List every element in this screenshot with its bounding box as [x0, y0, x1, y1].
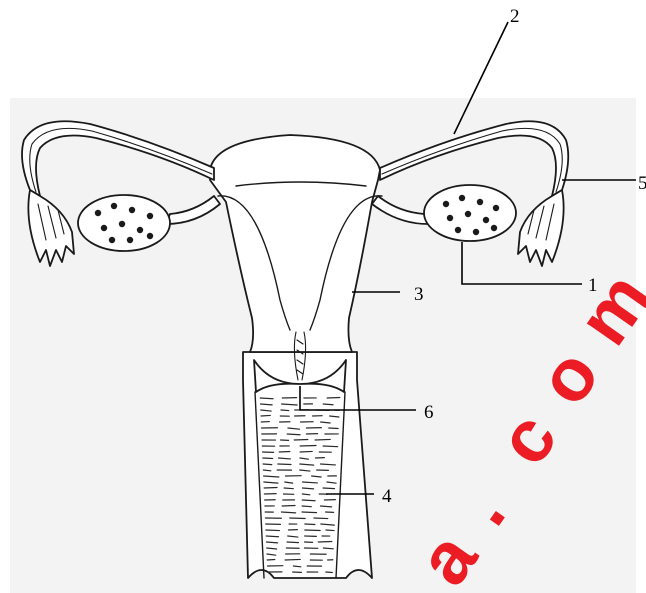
label-2: 2: [510, 6, 520, 27]
label-5: 5: [638, 173, 646, 194]
rugae-stripe: [287, 434, 300, 435]
rugae-stripe: [282, 505, 295, 506]
rugae-stripe: [266, 536, 278, 537]
rugae-stripe: [300, 445, 316, 446]
label-4: 4: [382, 486, 392, 507]
rugae-stripe: [302, 506, 311, 507]
rugae-stripe: [302, 512, 316, 513]
rugae-stripe: [260, 398, 273, 399]
rugae-stripe: [300, 451, 312, 452]
label-3: 3: [414, 284, 424, 305]
rugae-stripe: [263, 458, 273, 459]
rugae-stripe: [323, 488, 334, 489]
rugae-stripe: [315, 439, 330, 440]
rugae-stripe: [323, 404, 333, 405]
rugae-stripe: [302, 494, 309, 495]
rugae-stripe: [305, 524, 315, 525]
rugae-stripe: [284, 488, 293, 489]
rugae-stripe: [285, 559, 300, 560]
label-6: 6: [424, 402, 434, 423]
rugae-stripe: [326, 572, 332, 573]
rugae-stripe: [263, 470, 270, 471]
rugae-stripe: [314, 518, 328, 519]
rugae-stripe: [323, 446, 338, 447]
rugae-stripe: [323, 548, 333, 549]
rugae-stripe: [326, 530, 334, 531]
rugae-stripe: [264, 487, 277, 488]
rugae-stripe: [261, 415, 270, 416]
rugae-stripe: [293, 566, 300, 567]
rugae-stripe: [266, 530, 280, 531]
rugae-stripe: [263, 464, 272, 465]
rugae-stripe: [278, 464, 291, 465]
rugae-stripe: [327, 397, 340, 398]
rugae-stripe: [281, 410, 289, 411]
rugae-stripe: [302, 500, 315, 501]
rugae-stripe: [287, 542, 298, 543]
